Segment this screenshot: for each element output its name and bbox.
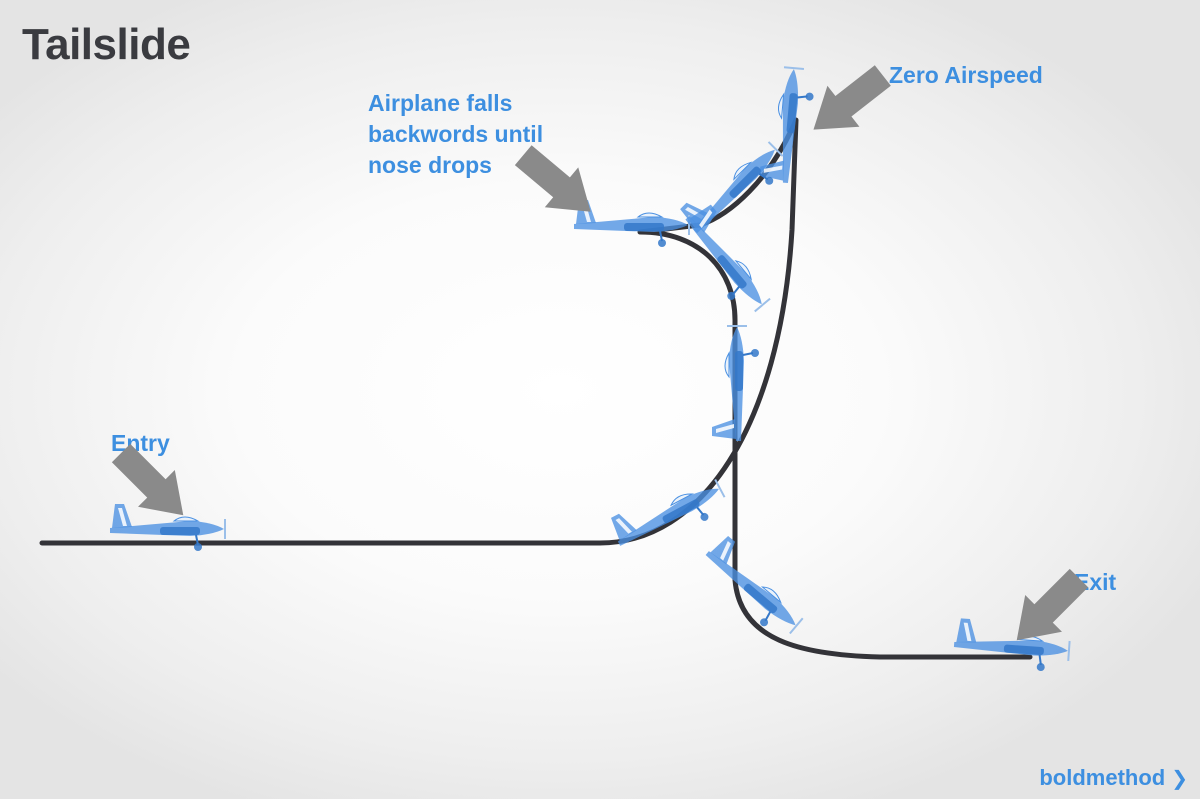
brand-name: boldmethod	[1039, 765, 1166, 790]
airplane-nose-drop-icon	[670, 199, 783, 321]
label-falls-line-1: Airplane falls	[368, 90, 513, 116]
label-falls-line-3: nose drops	[368, 152, 492, 178]
airplane-dive-icon	[693, 531, 814, 644]
airplane-near-vertical-icon	[758, 64, 817, 186]
arrow-zero-airspeed-icon	[797, 54, 899, 151]
label-falls-backwards: Airplane falls backwords until nose drop…	[368, 88, 543, 181]
label-zero-airspeed: Zero Airspeed	[889, 62, 1043, 88]
label-falls-line-2: backwords until	[368, 121, 544, 147]
label-entry: Entry	[111, 430, 170, 456]
diagram-title: Tailslide	[22, 20, 191, 69]
airplane-tail-first-icon	[573, 199, 690, 248]
brand-logo: boldmethod❯	[1039, 765, 1188, 791]
chevron-right-icon: ❯	[1171, 768, 1188, 790]
airplane-pull-up-icon	[605, 465, 732, 563]
flight-path	[39, 117, 1033, 660]
